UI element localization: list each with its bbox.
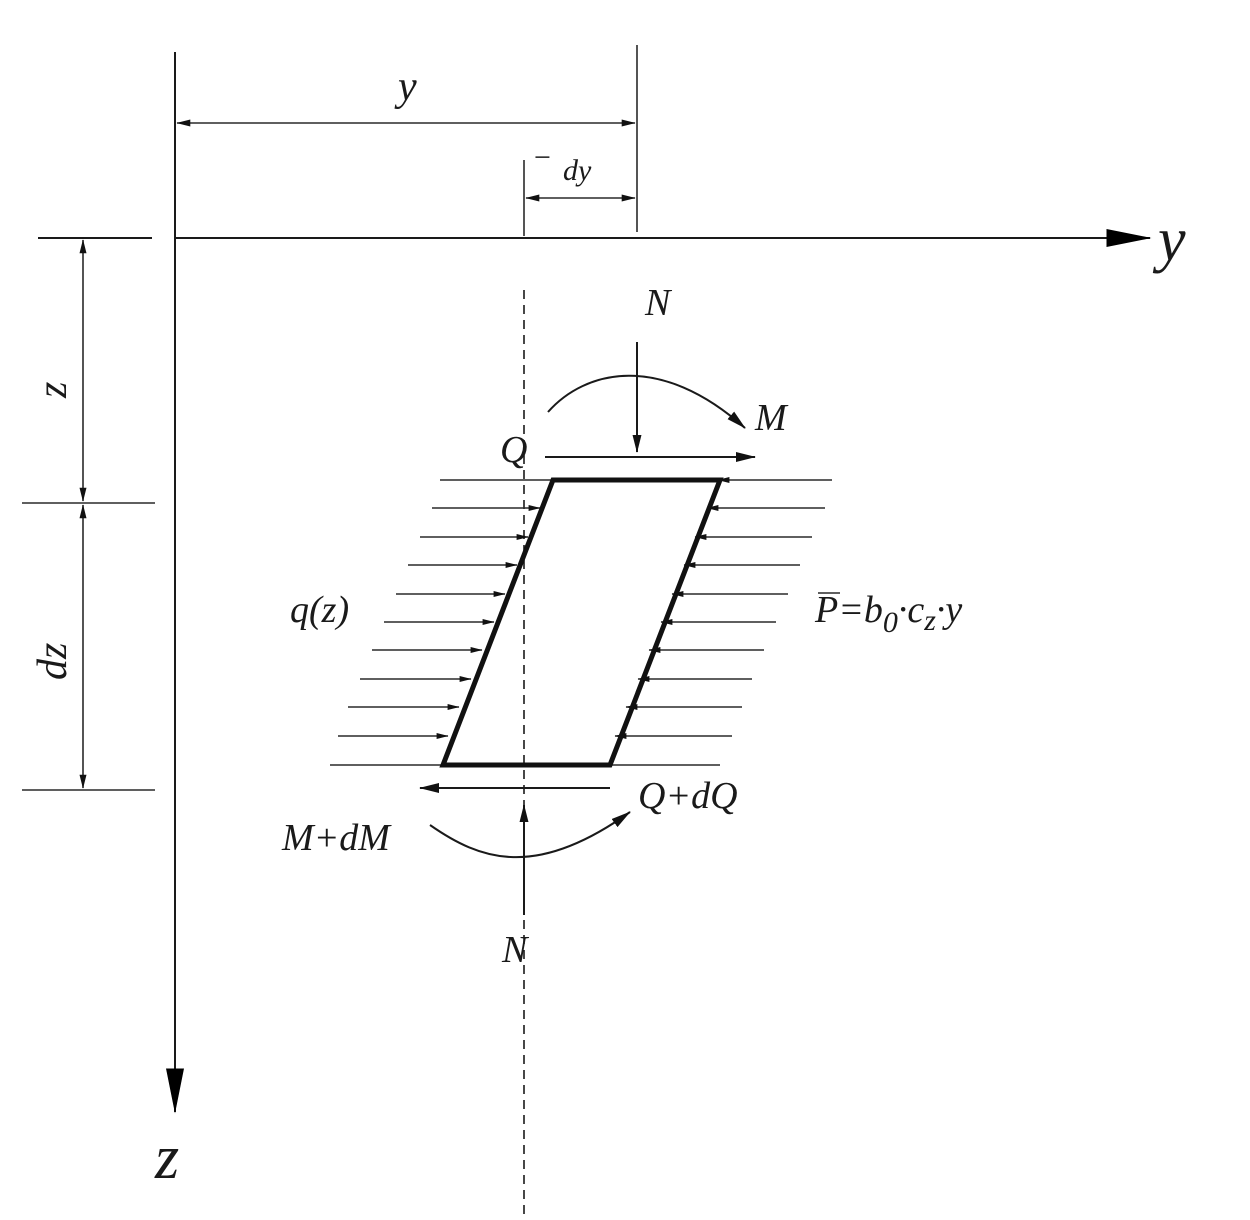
p-load-sub: 0: [883, 606, 898, 639]
dim-dy-prefix: −: [532, 141, 552, 174]
n-top-label: N: [644, 282, 673, 324]
dim-dz-label: dz: [30, 643, 76, 680]
dim-dy-label: dy: [563, 154, 592, 187]
m-bottom-label: M+dM: [281, 817, 392, 859]
bottom-forces: Q+dQ M+dM N: [281, 775, 738, 971]
m-bottom-arrow: [429, 811, 631, 859]
q-load-label: q(z): [290, 589, 349, 631]
top-forces: N M Q: [500, 282, 789, 471]
p-load-sub2: z: [923, 604, 936, 637]
p-load-rest: ·c: [898, 589, 925, 631]
p-load-lines: [610, 477, 832, 766]
p-load-label: P=b0·cz·y: [814, 589, 962, 639]
p-load-main: P=b: [814, 589, 883, 631]
vertical-dimensions: z dz: [22, 239, 155, 791]
q-load-lines: [330, 479, 551, 766]
q-bottom-label: Q+dQ: [638, 775, 738, 817]
pile-element: [439, 477, 724, 768]
dim-z-label: z: [30, 382, 76, 399]
y-axis-label: y: [1152, 206, 1186, 274]
n-bottom-label: N: [501, 929, 530, 971]
q-top-label: Q: [500, 429, 527, 471]
z-axis-label: z: [154, 1124, 179, 1192]
m-top-arrow: [547, 374, 746, 429]
dim-y-label: y: [394, 64, 417, 110]
p-load-end: ·y: [936, 589, 963, 631]
horizontal-dimensions: y − dy: [176, 45, 638, 236]
m-top-label: M: [754, 397, 789, 439]
axes: y z: [38, 52, 1186, 1192]
